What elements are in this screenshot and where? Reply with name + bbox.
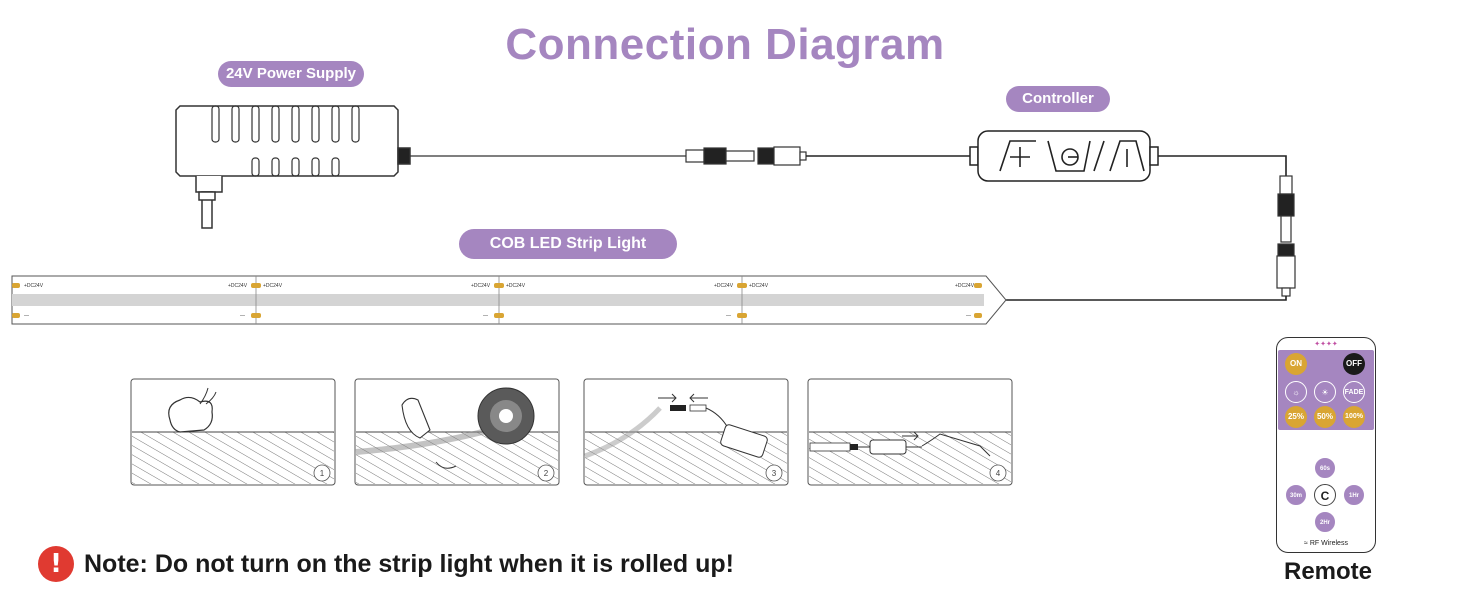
remote-center-button[interactable]: C <box>1314 484 1336 506</box>
remote-timer-top-button[interactable]: 60s <box>1314 457 1336 479</box>
controller-device <box>969 130 1159 182</box>
brightness-up-icon[interactable]: ☀ <box>1314 381 1336 403</box>
remote-25-button[interactable]: 25% <box>1285 406 1307 428</box>
page-title: Connection Diagram <box>505 20 945 69</box>
vertical-connector <box>1276 175 1296 297</box>
strip-label-minus: — <box>240 313 245 319</box>
strip-label-minus: — <box>966 313 971 319</box>
remote-100-button[interactable]: 100% <box>1343 406 1365 428</box>
dc-connector-pair <box>685 146 807 166</box>
step-panel-2: 2 <box>354 378 560 486</box>
power-supply-adapter <box>175 105 411 229</box>
controller-label: Controller <box>1006 86 1110 112</box>
step-number-3: 3 <box>772 469 777 478</box>
remote-label: Remote <box>1283 558 1373 585</box>
strip-label-minus: — <box>726 313 731 319</box>
warning-note: ! Note: Do not turn on the strip light w… <box>38 545 734 583</box>
rf-wireless-text: RF Wireless <box>1309 540 1348 547</box>
remote-timer-bottom-button[interactable]: 2Hr <box>1314 511 1336 533</box>
remote-fade-button[interactable]: FADE <box>1343 381 1365 403</box>
step-number-1: 1 <box>320 469 325 478</box>
strip-label-minus: — <box>24 313 29 319</box>
strip-label-plus: +DC24V <box>471 283 491 289</box>
remote-on-button[interactable]: ON <box>1285 353 1307 375</box>
remote-timer-left-button[interactable]: 30m <box>1285 484 1307 506</box>
brightness-down-icon[interactable]: ☼ <box>1285 381 1307 403</box>
remote-timer-right-button[interactable]: 1Hr <box>1343 484 1365 506</box>
strip-label-plus: +DC24V <box>24 283 44 289</box>
remote-50-button[interactable]: 50% <box>1314 406 1336 428</box>
remote-brand-logo: ✦✦✦✦ <box>1314 341 1338 348</box>
rf-wireless-label: ≈ RF Wireless <box>1280 540 1372 547</box>
strip-label-minus: — <box>483 313 488 319</box>
strip-label-plus: +DC24V <box>714 283 734 289</box>
step-number-4: 4 <box>996 469 1001 478</box>
step-panel-4: 4 <box>807 378 1013 486</box>
warning-icon: ! <box>38 546 74 582</box>
cob-led-strip: +DC24V +DC24V +DC24V +DC24V +DC24V +DC24… <box>11 275 1007 325</box>
step-panel-1: 1 <box>130 378 336 486</box>
strip-label-plus: +DC24V <box>506 283 526 289</box>
remote-off-button[interactable]: OFF <box>1343 353 1365 375</box>
strip-light-label: COB LED Strip Light <box>459 229 677 259</box>
power-supply-label: 24V Power Supply <box>218 61 364 87</box>
strip-label-plus: +DC24V <box>263 283 283 289</box>
step-number-2: 2 <box>544 469 549 478</box>
strip-label-plus: +DC24V <box>228 283 248 289</box>
strip-label-plus: +DC24V <box>955 283 975 289</box>
strip-label-plus: +DC24V <box>749 283 769 289</box>
wifi-icon: ≈ <box>1304 540 1310 547</box>
warning-note-text: Note: Do not turn on the strip light whe… <box>84 549 734 578</box>
step-panel-3: 3 <box>583 378 789 486</box>
